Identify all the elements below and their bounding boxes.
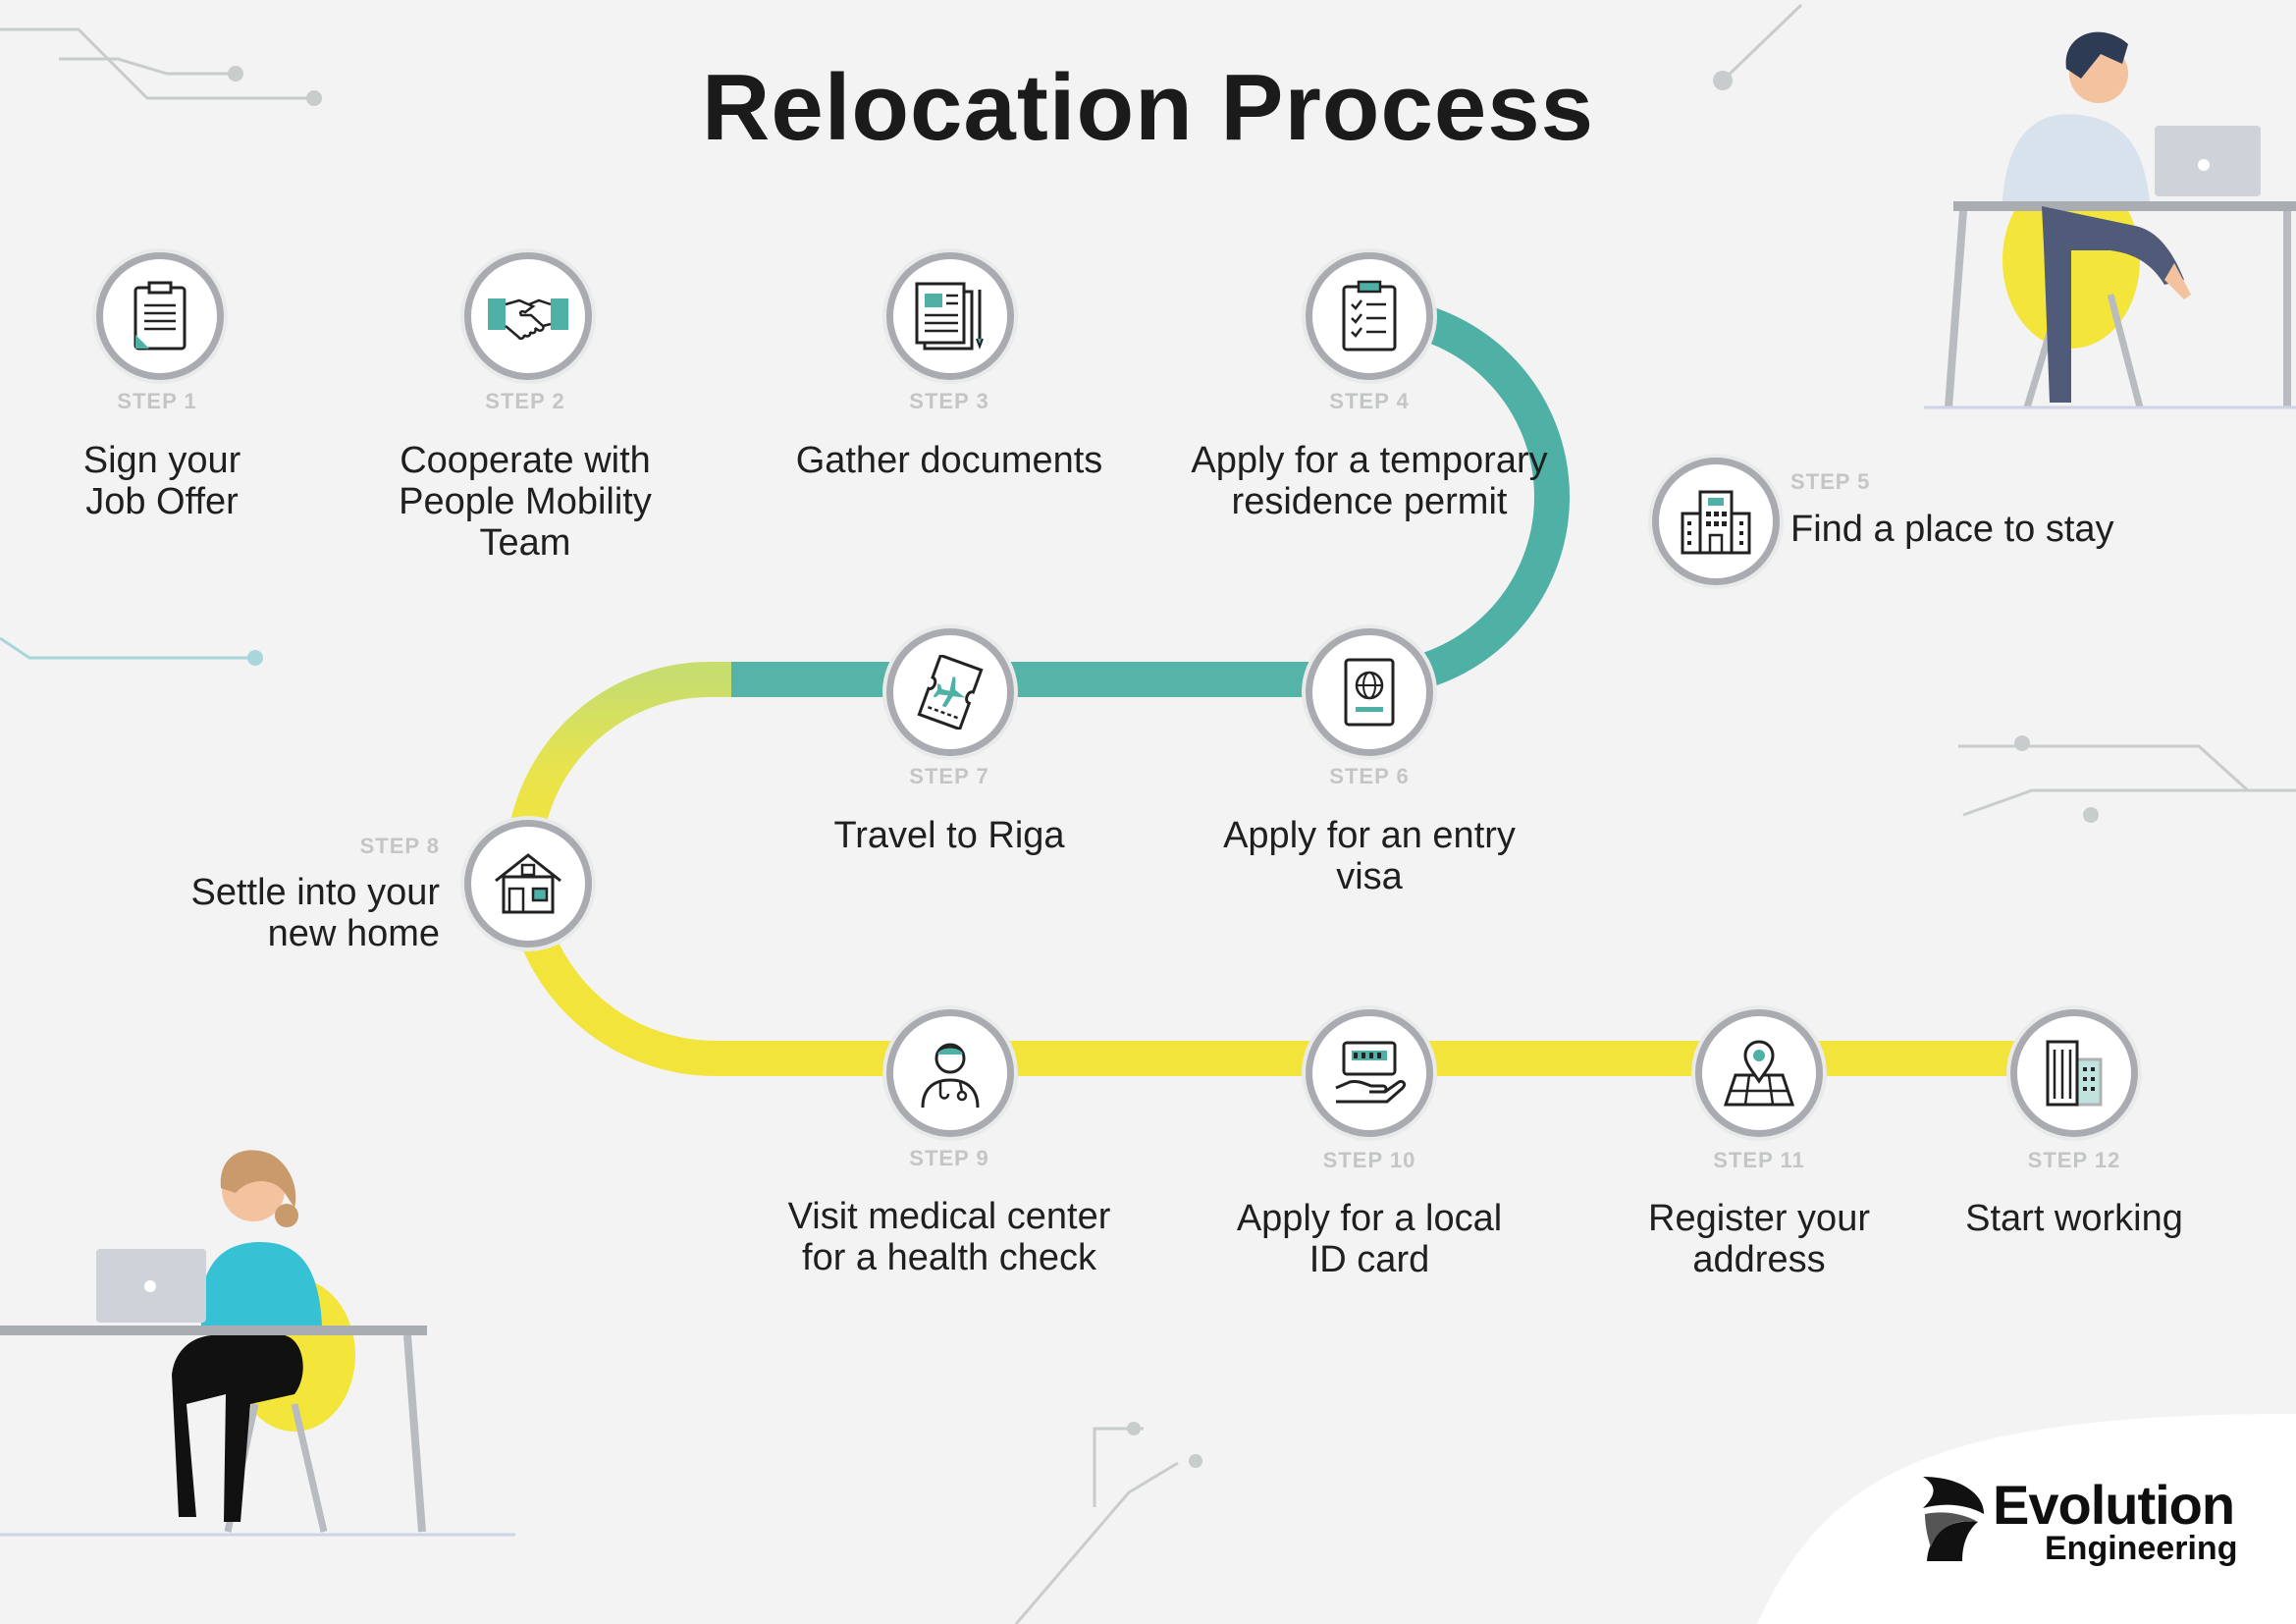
step-8-label: STEP 8 bbox=[359, 834, 440, 858]
process-path bbox=[162, 297, 2071, 1076]
passport-icon bbox=[1344, 658, 1395, 727]
step-5-label: STEP 5 bbox=[1790, 469, 1871, 494]
step-2-label: STEP 2 bbox=[485, 389, 565, 413]
step-11-label: STEP 11 bbox=[1713, 1148, 1805, 1172]
documents-icon bbox=[915, 282, 984, 351]
step-7-circle bbox=[886, 628, 1014, 756]
step-5-text: Find a place to stay bbox=[1790, 509, 2114, 550]
evolution-engineering-logo: Evolution Engineering bbox=[1919, 1473, 2253, 1581]
step-1-label: STEP 1 bbox=[117, 389, 197, 413]
step-10-label: STEP 10 bbox=[1322, 1148, 1416, 1172]
step-5-circle bbox=[1652, 458, 1780, 585]
circuit-decoration bbox=[0, 3, 2296, 1624]
step-7-text: Travel to Riga bbox=[833, 815, 1065, 856]
step-8-circle bbox=[464, 820, 592, 947]
step-2-text: Cooperate with People Mobility Team bbox=[399, 440, 652, 564]
step-10-text: Apply for a local ID card bbox=[1236, 1198, 1503, 1280]
step-11-text: Register your address bbox=[1648, 1198, 1870, 1280]
step-12-text: Start working bbox=[1965, 1198, 2183, 1239]
step-1-circle bbox=[96, 252, 224, 380]
page-title: Relocation Process bbox=[702, 55, 1594, 160]
id-card-hand-icon bbox=[1335, 1041, 1407, 1104]
checklist-icon bbox=[1342, 280, 1397, 352]
step-12-label: STEP 12 bbox=[2027, 1148, 2121, 1172]
logo-subtitle: Engineering bbox=[2045, 1530, 2238, 1567]
clipboard-icon bbox=[133, 281, 187, 351]
building-icon bbox=[1681, 490, 1751, 555]
step-7-label: STEP 7 bbox=[909, 764, 989, 788]
step-8-text: Settle into your new home bbox=[190, 872, 440, 954]
step-1-text: Sign your Job Offer bbox=[82, 440, 241, 522]
step-9-label: STEP 9 bbox=[909, 1146, 989, 1170]
logo-corner-background bbox=[1757, 1414, 2296, 1624]
step-3-circle bbox=[886, 252, 1014, 380]
doctor-icon bbox=[921, 1043, 980, 1109]
step-6-label: STEP 6 bbox=[1329, 764, 1410, 788]
step-4-label: STEP 4 bbox=[1329, 389, 1410, 413]
map-pin-icon bbox=[1723, 1040, 1795, 1107]
house-icon bbox=[495, 853, 561, 914]
step-10-circle bbox=[1306, 1009, 1433, 1137]
woman-at-desk-illustration bbox=[0, 1150, 515, 1537]
step-9-text: Visit medical center for a health check bbox=[787, 1196, 1111, 1278]
handshake-icon bbox=[488, 298, 568, 340]
logo-name: Evolution bbox=[1993, 1474, 2235, 1536]
step-6-text: Apply for an entry visa bbox=[1223, 815, 1516, 897]
step-4-circle bbox=[1306, 252, 1433, 380]
step-11-circle bbox=[1695, 1009, 1823, 1137]
step-2-circle bbox=[464, 252, 592, 380]
plane-ticket-icon bbox=[917, 655, 984, 730]
step-6-circle bbox=[1306, 628, 1433, 756]
evolution-logo-mark-icon bbox=[1923, 1477, 1984, 1561]
step-4-text: Apply for a temporary residence permit bbox=[1191, 440, 1548, 522]
office-building-icon bbox=[2046, 1040, 2103, 1107]
step-3-label: STEP 3 bbox=[909, 389, 989, 413]
step-9-circle bbox=[886, 1009, 1014, 1137]
step-3-text: Gather documents bbox=[795, 440, 1103, 481]
step-12-circle bbox=[2010, 1009, 2138, 1137]
man-at-desk-illustration bbox=[1924, 31, 2296, 409]
